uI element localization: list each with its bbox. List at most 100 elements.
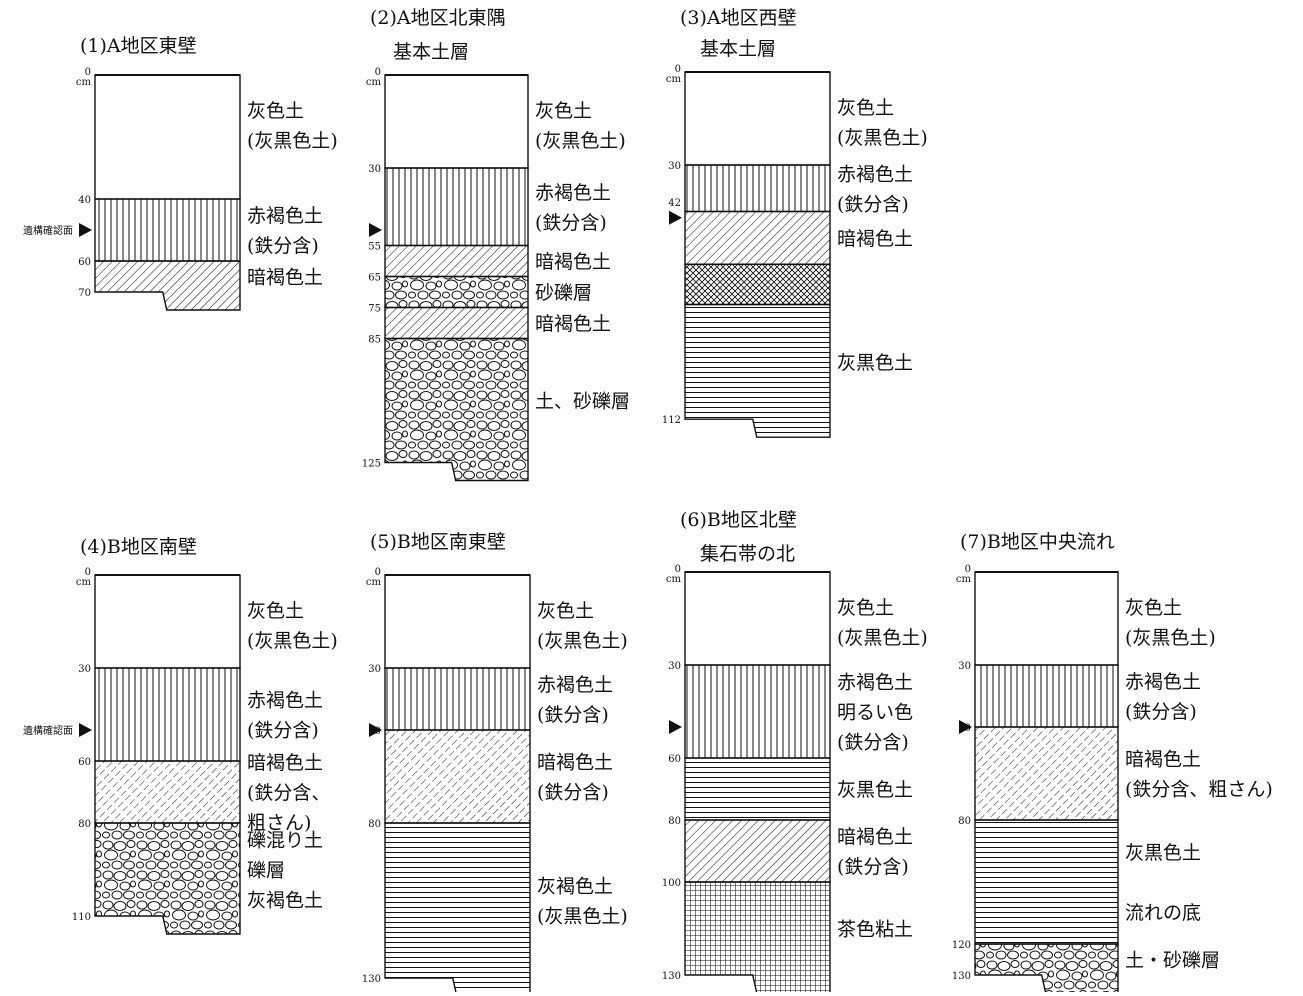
layer-label: (鉄分含)	[537, 782, 609, 804]
soil-layer	[974, 819, 1119, 945]
layer-label: 暗褐色土	[837, 228, 913, 250]
marker-arrow-icon	[669, 210, 682, 225]
depth-tick: 0	[675, 64, 681, 75]
marker-arrow-icon	[369, 223, 382, 237]
depth-tick: 80	[958, 816, 971, 827]
soil-layer	[974, 943, 1119, 994]
layer-label: 灰色土	[837, 97, 894, 119]
soil-layer	[684, 819, 831, 883]
depth-tick: 55	[368, 242, 381, 253]
depth-tick: 30	[368, 664, 381, 675]
layer-label: 暗褐色土	[537, 752, 613, 774]
layer-label: (鉄分含、	[247, 782, 330, 804]
depth-unit: cm	[76, 77, 92, 88]
depth-tick: 80	[78, 819, 91, 830]
layer-label: (灰黒色土)	[837, 627, 928, 649]
depth-tick: 0	[965, 564, 971, 575]
marker-label: 遺構確認面	[23, 224, 73, 237]
layer-label: (鉄分含)	[837, 193, 909, 215]
soil-layer	[94, 260, 241, 311]
depth-tick: 0	[375, 67, 381, 78]
soil-layer	[684, 71, 831, 166]
soil-layer	[384, 244, 529, 278]
depth-tick: 85	[368, 335, 381, 346]
layer-label: 赤褐色土	[1125, 671, 1201, 693]
soil-column-7: (7)B地区中央流れ灰色土(灰黒色土)赤褐色土(鉄分含)暗褐色土(鉄分含、粗さん…	[952, 531, 1273, 994]
marker-arrow-icon	[669, 720, 682, 734]
layer-label: 灰色土	[1125, 597, 1182, 619]
column-title: (3)A地区西壁	[680, 7, 797, 29]
depth-tick: 65	[368, 273, 381, 284]
layer-label: 赤褐色土	[837, 163, 913, 185]
layer-label: (灰黒色土)	[535, 130, 626, 152]
layer-label: 暗褐色土	[1125, 749, 1201, 771]
layer-label: 赤褐色土	[837, 672, 913, 694]
layer-label: 明るい色	[837, 702, 913, 724]
soil-layer	[384, 574, 531, 669]
layer-label: (鉄分含)	[537, 704, 609, 726]
depth-unit: cm	[366, 577, 382, 588]
depth-tick: 0	[375, 567, 381, 578]
layer-label: 砂礫層	[535, 282, 592, 304]
layer-label: 茶色粘土	[837, 919, 913, 941]
layer-label: 灰黒色土	[837, 779, 913, 801]
soil-column-2: (2)A地区北東隅基本土層灰色土(灰黒色土)赤褐色土(鉄分含)暗褐色土砂礫層暗褐…	[362, 7, 630, 482]
column-title: (4)B地区南壁	[80, 536, 197, 558]
soil-layer	[974, 726, 1119, 821]
layer-label: 暗褐色土	[837, 826, 913, 848]
column-title: (5)B地区南東壁	[370, 531, 506, 553]
depth-tick: 30	[368, 164, 381, 175]
soil-layer	[384, 822, 531, 996]
layer-label: (灰黒色土)	[1125, 627, 1216, 649]
layer-label: 灰色土	[837, 597, 894, 619]
soil-layer	[384, 167, 529, 247]
layer-label: 灰黒色土	[1125, 842, 1201, 864]
depth-tick: 0	[675, 564, 681, 575]
depth-tick: 70	[78, 288, 91, 299]
soil-layer	[684, 210, 831, 265]
soil-layer	[94, 74, 241, 200]
layer-label: 灰色土	[535, 100, 592, 122]
column-title: (2)A地区北東隅	[370, 7, 506, 29]
soil-layer	[94, 822, 241, 935]
depth-unit: cm	[666, 74, 682, 85]
layer-label: (灰黒色土)	[537, 630, 628, 652]
soil-layer	[94, 667, 241, 762]
layer-label: (鉄分含)	[837, 732, 909, 754]
soil-layer	[684, 263, 831, 306]
depth-unit: cm	[956, 574, 972, 585]
layer-label: (灰黒色土)	[247, 130, 338, 152]
column-title: 集石帯の北	[700, 543, 795, 565]
column-title: 基本土層	[700, 38, 776, 60]
soil-layer	[94, 574, 241, 669]
soil-layer	[94, 198, 241, 262]
depth-unit: cm	[76, 577, 92, 588]
depth-unit: cm	[366, 77, 382, 88]
soil-column-6: (6)B地区北壁集石帯の北灰色土(灰黒色土)赤褐色土明るい色(鉄分含)灰黒色土暗…	[662, 509, 928, 994]
layer-label: 暗褐色土	[535, 251, 611, 273]
soil-layer	[384, 74, 529, 169]
layer-label: 流れの底	[1125, 902, 1201, 924]
depth-tick: 100	[662, 878, 681, 889]
soil-layer	[684, 757, 831, 821]
layer-label: 礫層	[247, 860, 285, 882]
layer-label: 土・砂礫層	[1125, 950, 1220, 972]
soil-layer	[684, 164, 831, 213]
soil-layer	[974, 571, 1119, 666]
soil-layer	[384, 729, 531, 824]
depth-tick: 125	[362, 459, 381, 470]
layer-label: 灰色土	[247, 600, 304, 622]
depth-tick: 42	[668, 198, 681, 209]
layer-label: (鉄分含)	[535, 212, 607, 234]
layer-label: (鉄分含)	[247, 720, 319, 742]
layer-label: 灰黒色土	[837, 352, 913, 374]
depth-tick: 30	[668, 161, 681, 172]
soil-layer	[684, 303, 831, 438]
depth-tick: 110	[72, 912, 91, 923]
soil-layer	[94, 760, 241, 824]
layer-label: (鉄分含)	[247, 235, 319, 257]
depth-tick: 30	[958, 661, 971, 672]
depth-tick: 80	[668, 816, 681, 827]
soil-layer	[384, 306, 529, 340]
